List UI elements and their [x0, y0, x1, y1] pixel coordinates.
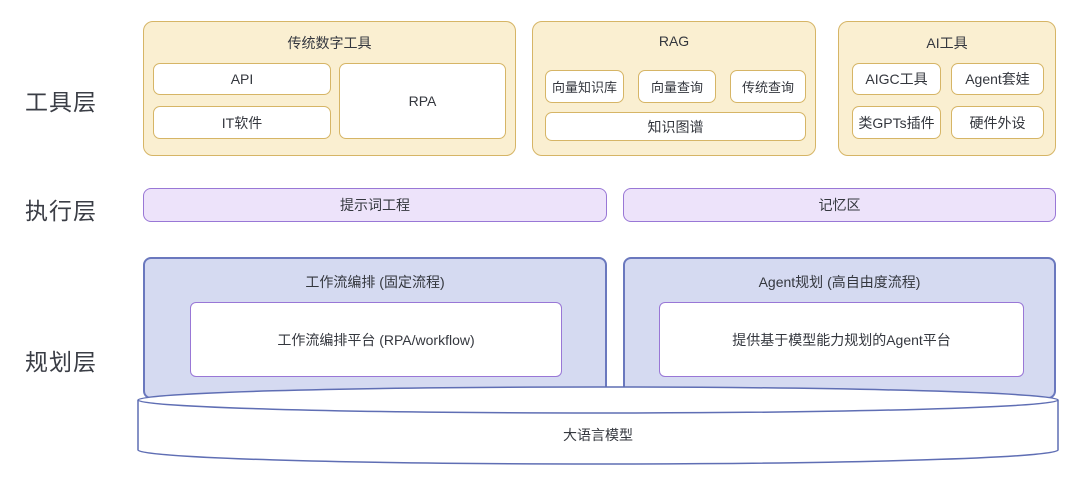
item-vector-knowledge-base: 向量知识库 — [545, 70, 624, 103]
planning-box-workflow-orchestration: 工作流编排 (固定流程) 工作流编排平台 (RPA/workflow) — [143, 257, 607, 399]
item-gpts-like-plugins: 类GPTs插件 — [852, 106, 941, 139]
layer-label-execution: 执行层 — [25, 198, 97, 224]
group-title: RAG — [658, 33, 690, 49]
group-rag: RAG 向量知识库 向量查询 传统查询 知识图谱 — [532, 21, 816, 156]
layer-label-tools: 工具层 — [25, 89, 97, 115]
planning-box-agent-planning: Agent规划 (高自由度流程) 提供基于模型能力规划的Agent平台 — [623, 257, 1056, 399]
item-agent-nesting: Agent套娃 — [951, 63, 1044, 95]
group-ai-tools: AI工具 AIGC工具 Agent套娃 类GPTs插件 硬件外设 — [838, 21, 1056, 156]
group-title: AI工具 — [926, 35, 968, 51]
item-rpa: RPA — [339, 63, 506, 139]
planning-box-title: 工作流编排 (固定流程) — [305, 274, 445, 290]
item-traditional-query: 传统查询 — [730, 70, 806, 103]
planning-inner-agent-platform: 提供基于模型能力规划的Agent平台 — [659, 302, 1024, 377]
item-api: API — [153, 63, 331, 95]
exec-box-prompt-engineering: 提示词工程 — [143, 188, 607, 222]
item-hardware-peripherals: 硬件外设 — [951, 106, 1044, 139]
item-knowledge-graph: 知识图谱 — [545, 112, 806, 141]
item-aigc-tools: AIGC工具 — [852, 63, 941, 95]
layer-label-planning: 规划层 — [25, 349, 97, 375]
llm-label: 大语言模型 — [563, 427, 633, 443]
exec-box-memory-zone: 记忆区 — [623, 188, 1056, 222]
group-title: 传统数字工具 — [287, 35, 372, 51]
planning-box-title: Agent规划 (高自由度流程) — [758, 274, 921, 290]
planning-inner-workflow-platform: 工作流编排平台 (RPA/workflow) — [190, 302, 562, 377]
group-traditional-digital-tools: 传统数字工具 API IT软件 RPA — [143, 21, 516, 156]
item-it-software: IT软件 — [153, 106, 331, 139]
item-vector-query: 向量查询 — [638, 70, 716, 103]
